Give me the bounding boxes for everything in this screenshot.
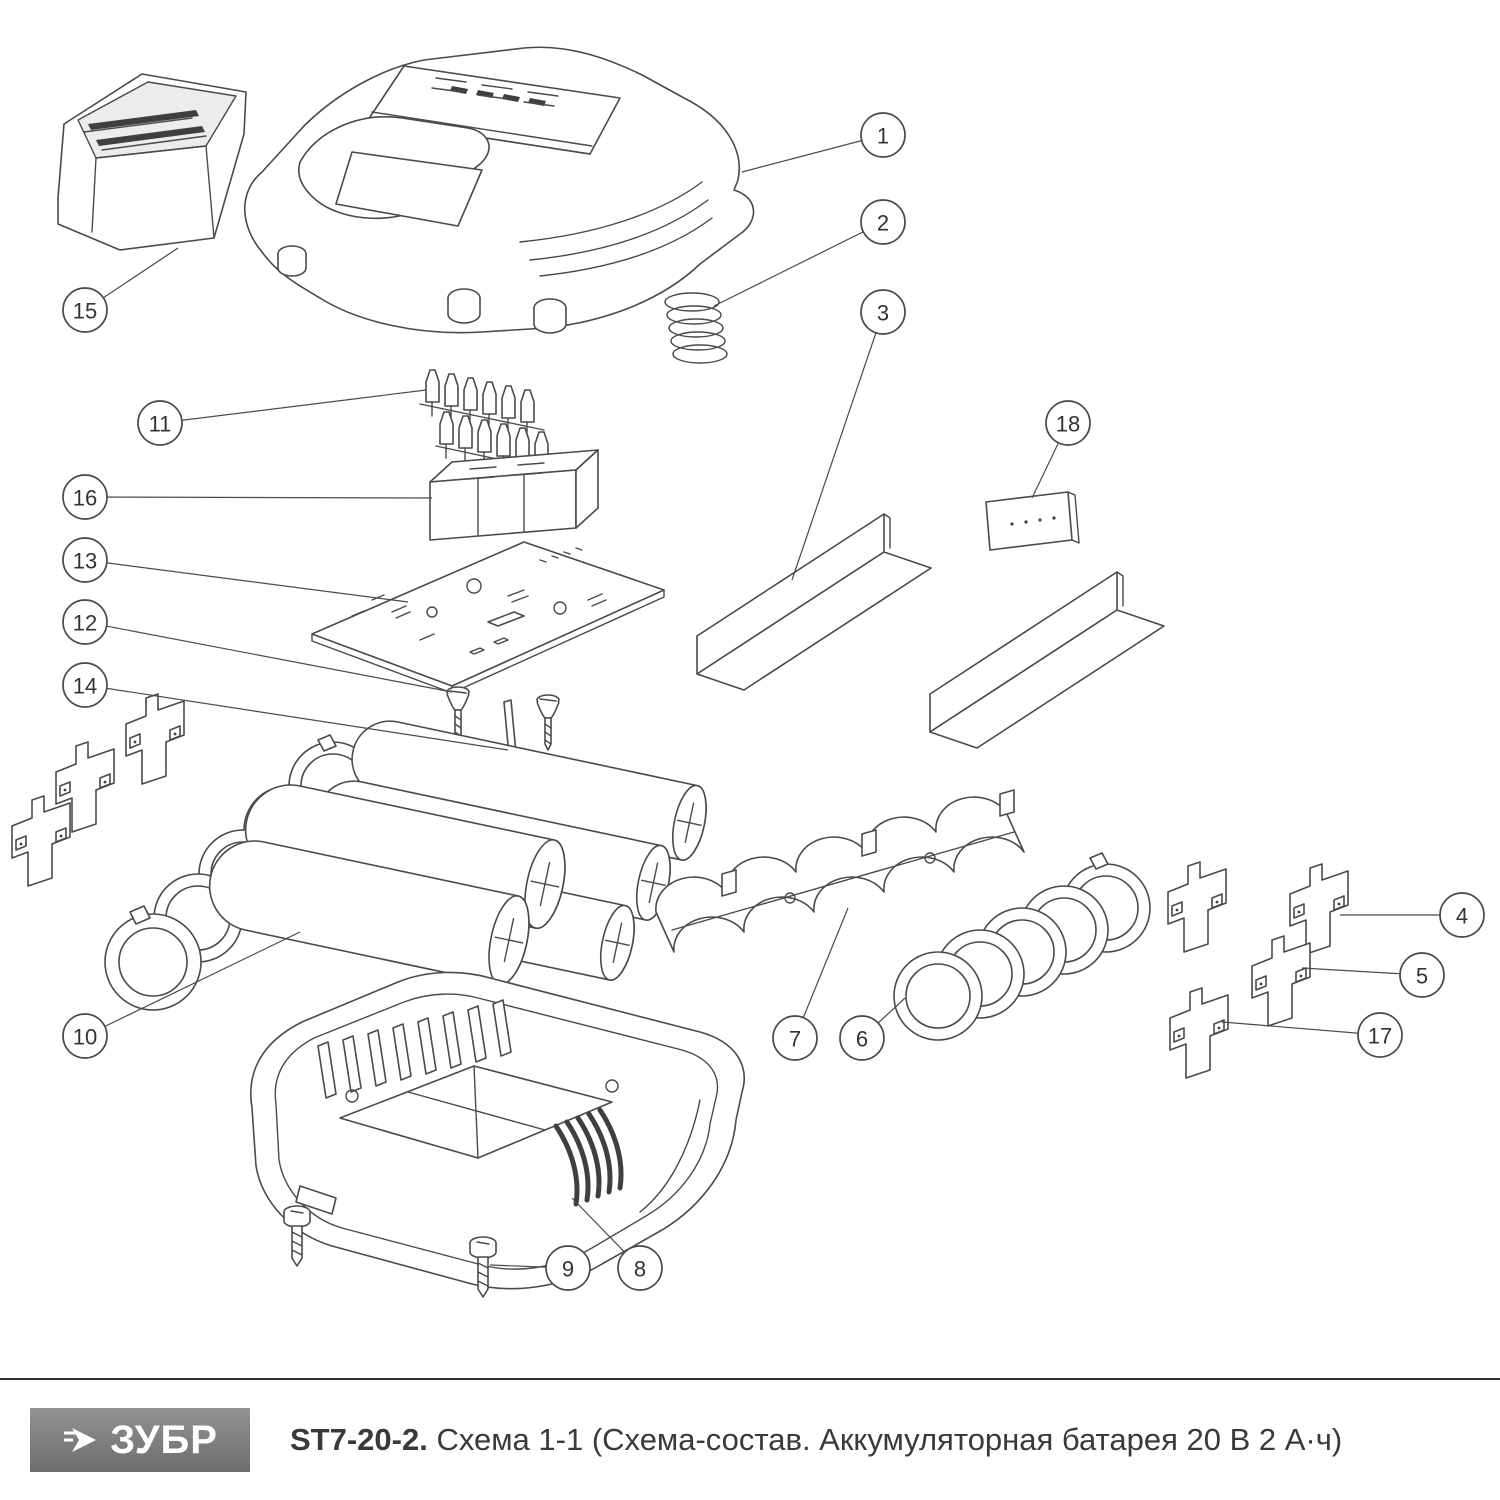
callout-3-label: 3	[877, 301, 889, 326]
model-number: ST7-20-2.	[290, 1422, 428, 1457]
part-6-cell-holder-rings	[893, 852, 1151, 1041]
callout-7-circle	[772, 1015, 818, 1061]
callout-4-label: 4	[1456, 904, 1468, 929]
part-nickel-strips-right	[1167, 861, 1349, 1079]
callout-10-label: 10	[73, 1025, 97, 1050]
callout-6-label: 6	[856, 1027, 868, 1052]
part-15-latch-button	[57, 73, 247, 251]
leader-line-10	[84, 931, 301, 1037]
callout-18-label: 18	[1056, 412, 1080, 437]
callout-17-circle	[1357, 1012, 1403, 1058]
callout-8-circle	[617, 1245, 663, 1291]
leader-line-11	[159, 389, 427, 424]
callout-15-circle	[62, 287, 108, 333]
part-3-angle-brackets	[696, 513, 1165, 749]
leader-line-1	[741, 134, 884, 173]
callout-1-circle	[860, 112, 906, 158]
brand-name: ЗУБР	[110, 1418, 218, 1462]
part-13-pcb	[311, 541, 665, 694]
callout-12-circle	[62, 599, 108, 645]
part-1-top-cover	[243, 46, 755, 334]
brand-logo: ЗУБР	[30, 1408, 250, 1472]
part-2-spring	[664, 292, 728, 364]
leader-line-2	[713, 221, 884, 307]
callout-2-label: 2	[877, 211, 889, 236]
part-7-cell-holder-frame	[655, 789, 1025, 953]
callout-18-circle	[1045, 400, 1091, 446]
part-8-bottom-case	[250, 971, 745, 1290]
callout-14-circle	[62, 662, 108, 708]
part-nickel-strips-left	[11, 693, 185, 887]
leader-line-14	[84, 684, 509, 751]
callout-13-label: 13	[73, 549, 97, 574]
callout-5-label: 5	[1416, 964, 1428, 989]
callout-11-label: 11	[149, 412, 172, 437]
leader-line-12	[84, 621, 453, 693]
callout-8-label: 8	[634, 1257, 646, 1282]
callout-9-label: 9	[562, 1257, 574, 1282]
zubr-arrow-icon	[64, 1428, 97, 1452]
diagram-title: ST7-20-2. Схема 1-1 (Схема-состав. Аккум…	[290, 1422, 1342, 1458]
part-16-terminal-block	[429, 449, 599, 541]
callout-14-label: 14	[73, 674, 97, 699]
leader-line-13	[84, 559, 409, 603]
title-block: ЗУБР ST7-20-2. Схема 1-1 (Схема-состав. …	[0, 1378, 1500, 1472]
leader-line-16	[84, 496, 433, 499]
callout-3-circle	[860, 289, 906, 335]
callout-17-label: 17	[1368, 1024, 1392, 1049]
callout-7-label: 7	[789, 1027, 801, 1052]
callout-12-label: 12	[73, 611, 97, 636]
part-18-label	[985, 491, 1080, 551]
callout-2-circle	[860, 199, 906, 245]
callout-9-circle	[545, 1245, 591, 1291]
callout-1-label: 1	[877, 124, 889, 149]
leader-line-17	[1221, 1021, 1381, 1036]
callout-16-circle	[62, 474, 108, 520]
leader-line-7	[794, 907, 849, 1039]
callout-11-circle	[137, 400, 183, 446]
diagram-subtitle: Схема 1-1 (Схема-состав. Аккумуляторная …	[436, 1422, 1343, 1457]
callout-16-label: 16	[73, 486, 97, 511]
callout-4-circle	[1439, 892, 1485, 938]
footer-divider	[0, 1378, 1500, 1380]
callout-13-circle	[62, 537, 108, 583]
callout-10-circle	[62, 1013, 108, 1059]
callout-15-label: 15	[73, 299, 97, 324]
callout-5-circle	[1399, 952, 1445, 998]
callout-6-circle	[839, 1015, 885, 1061]
leader-line-3	[791, 311, 884, 581]
part-10-battery-cells	[200, 713, 713, 989]
